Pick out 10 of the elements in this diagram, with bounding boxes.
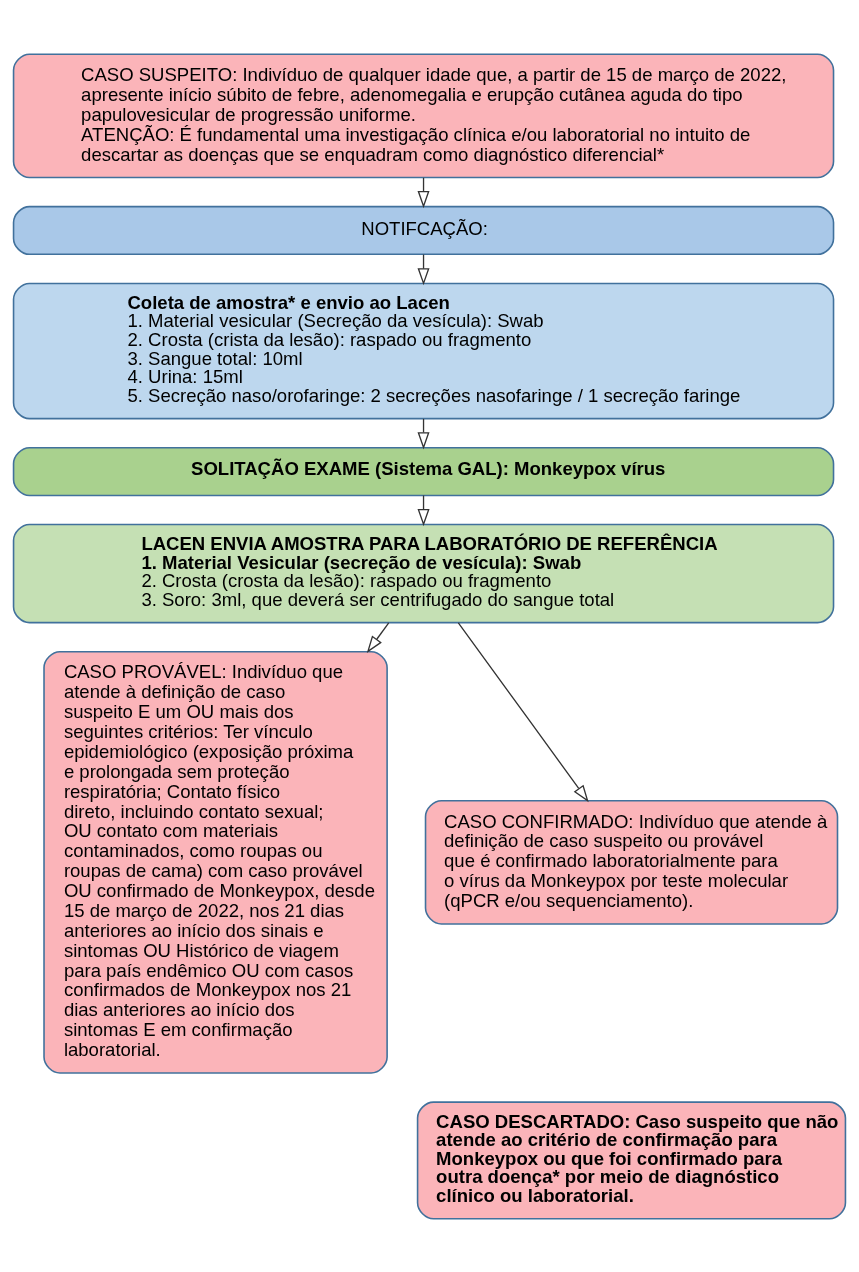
- node-box: LACEN ENVIA AMOSTRA PARA LABORATÓRIO DE REFERÊNCIA 1. Material Vesicular (secreção de vesícula): Swab 2. Crosta (crosta da lesão): raspado ou fragmento 3. Soro: 3ml, que deverá ser centrifugado do sangue total: [12, 523, 835, 623]
- node-box: SOLITAÇÃO EXAME (Sistema GAL): Monkeypox vírus: [12, 446, 835, 496]
- node-box: CASO CONFIRMADO: Indivíduo que atende à definição de caso suspeito ou provável que é confirmado laboratorialmente para o vírus da Monkeypox por teste molecular (qPCR e/ou sequenciamento).: [424, 799, 839, 925]
- arrow: [366, 621, 390, 653]
- node-box: CASO DESCARTADO: Caso suspeito que não atende ao critério de confirmação para Monkeypox ou que foi confirmado para outra doença* por meio de diagnóstico clínico ou laboratorial.: [416, 1100, 847, 1219]
- node-box: Coleta de amostra* e envio ao Lacen 1. Material vesicular (Secreção da vesícula): Swab 2. Crosta (crista da lesão): raspado ou fragmento 3. Sangue total: 10ml 4. Urina: 15ml 5. Secreção naso/orofaringe: 2 secreções nasofaringe / 1 secreção faringe: [12, 282, 835, 419]
- node-box: CASO SUSPEITO: Indivíduo de qualquer idade que, a partir de 15 de março de 2022, apresente início súbito de febre, adenomegalia e erupção cutânea aguda do tipo papulovesicular de progressão uniforme. ATENÇÃO: É fundamental uma investigação clínica e/ou laboratorial no intuito de descartar as doenças que se enquadram como diagnóstico diferencial*: [12, 53, 835, 178]
- node-box: CASO PROVÁVEL: Indivíduo que atende à definição de caso suspeito E um OU mais dos seguintes critérios: Ter vínculo epidemiológico (exposição próxima e prolongada sem proteção respiratória; Contato físico direto, incluindo contato sexual; OU contato com materiais contaminados, como roupas ou roupas de cama) com caso provável OU confirmado de Monkeypox, desde 15 de março de 2022, nos 21 dias anteriores ao início dos sinais e sintomas OU Histórico de viagem para país endêmico OU com casos confirmados de Monkeypox nos 21 dias anteriores ao início dos sintomas E em confirmação laboratorial.: [43, 650, 388, 1074]
- node-box: NOTIFCAÇÃO:: [12, 205, 835, 255]
- arrow: [457, 621, 589, 802]
